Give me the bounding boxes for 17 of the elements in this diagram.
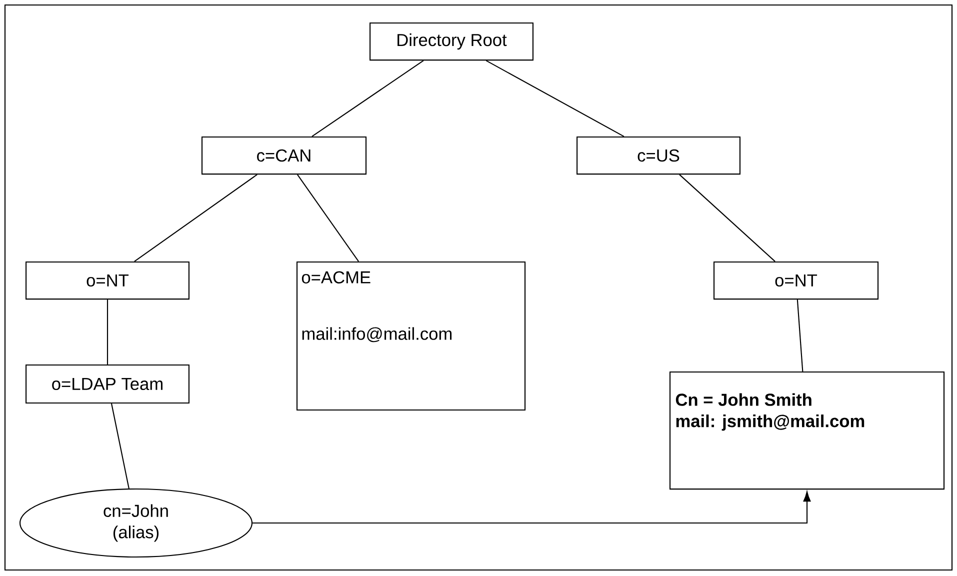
entry-box: o=ACME mail:info@mail.com <box>296 261 526 411</box>
connector-line <box>679 174 776 262</box>
entry-box: o=LDAP Team <box>26 364 190 404</box>
connector-line <box>296 174 360 262</box>
connector-line <box>486 60 624 137</box>
entry-box: Cn = John Smith mail: jsmith@mail.com <box>669 371 945 490</box>
arrow <box>252 492 811 524</box>
connector-line <box>106 300 108 364</box>
entry-box: o=NT <box>713 261 879 300</box>
entry-box: c=US <box>576 136 740 175</box>
connector-line <box>312 60 424 137</box>
entry-box: c=CAN <box>201 136 367 175</box>
connector-line <box>110 403 130 489</box>
entry-box: Directory Root <box>370 22 534 61</box>
connector-line <box>796 300 804 372</box>
connector-line <box>134 174 258 262</box>
entry-box: o=NT <box>26 261 190 300</box>
